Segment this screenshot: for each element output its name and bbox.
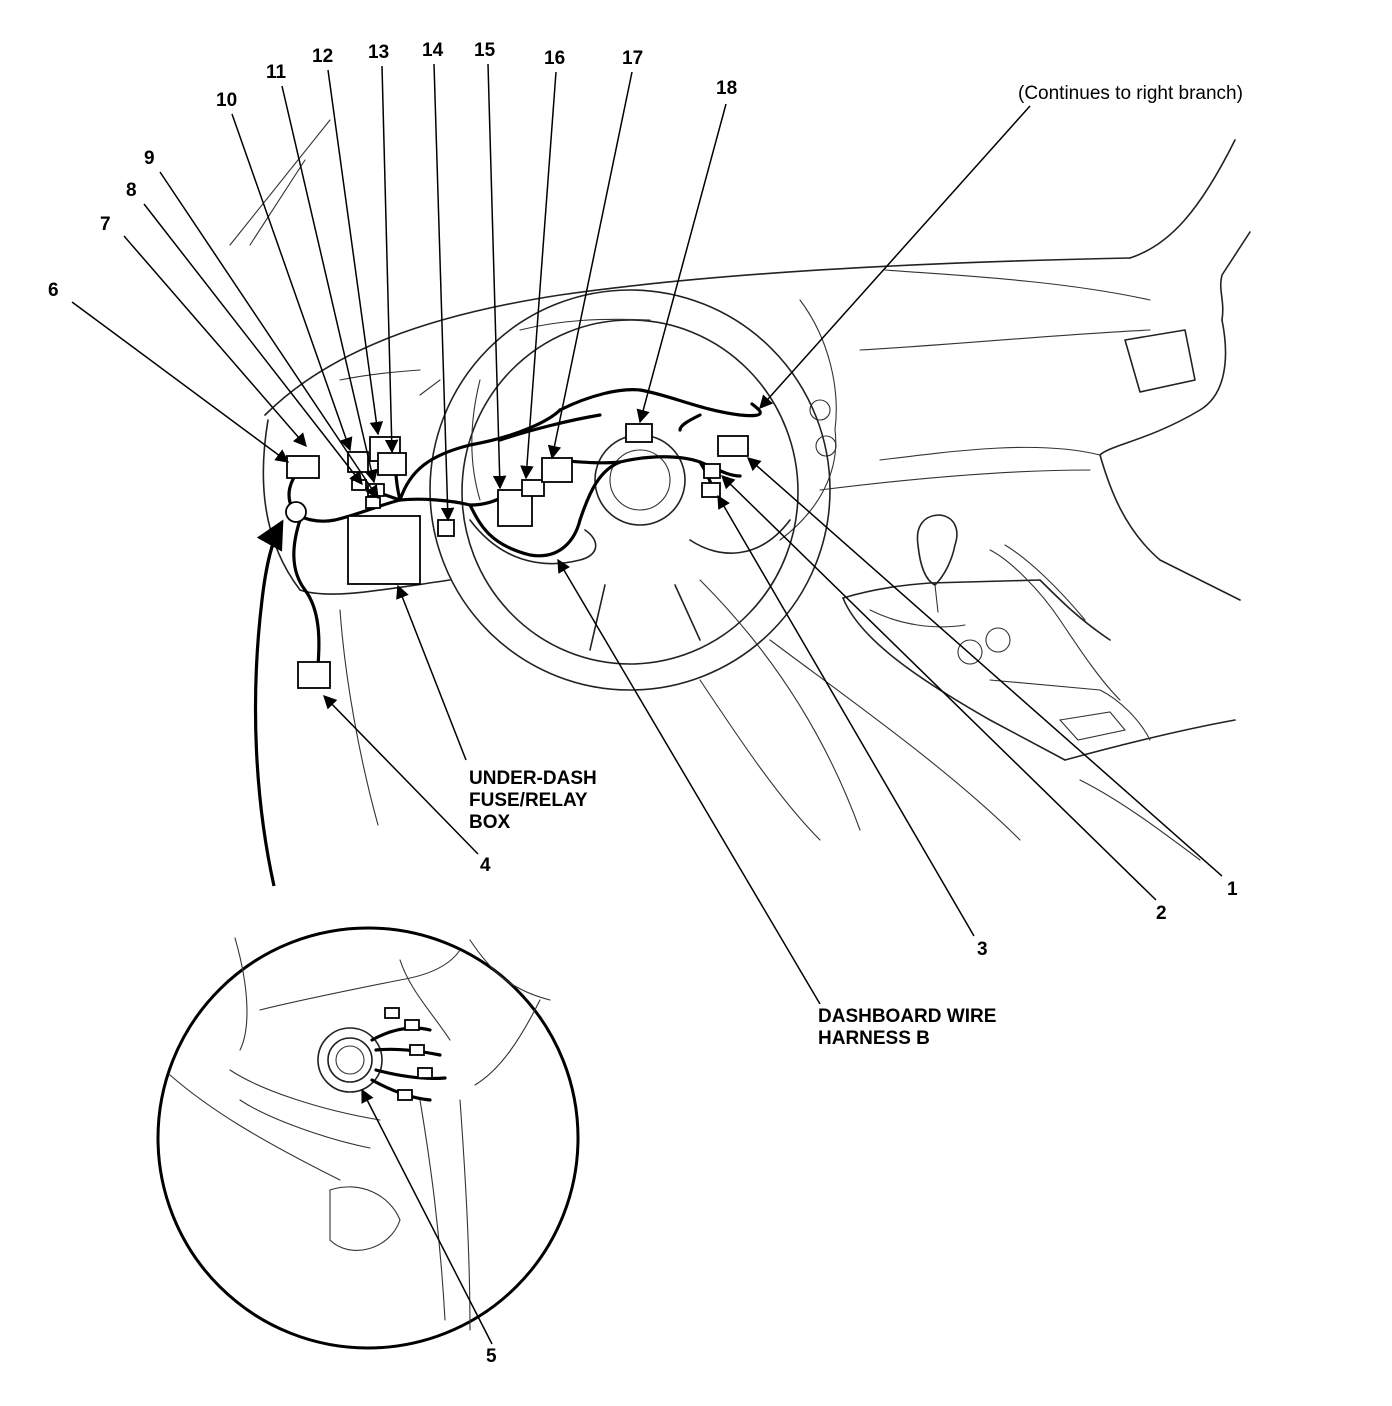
- label-3: 3: [977, 939, 988, 960]
- fuse-box-label-line1: UNDER-DASH: [469, 768, 597, 789]
- grommet-5: [285, 501, 307, 523]
- connector-16: [541, 457, 573, 483]
- fuse-box-label-line3: BOX: [469, 812, 511, 833]
- connector-15: [521, 479, 545, 497]
- label-9: 9: [144, 148, 155, 169]
- continues-note: (Continues to right branch): [1018, 83, 1243, 104]
- connector-4: [297, 661, 331, 689]
- label-11: 11: [266, 62, 287, 83]
- label-5: 5: [486, 1346, 497, 1367]
- label-14: 14: [422, 40, 444, 61]
- label-6: 6: [48, 280, 59, 301]
- connector-2: [701, 482, 721, 498]
- connector-13: [437, 519, 455, 537]
- center-console: [842, 514, 1236, 861]
- dashboard-outline: [229, 119, 1251, 841]
- connector-17: [625, 423, 653, 443]
- label-7: 7: [100, 214, 111, 235]
- number-labels: 1 2 3 4 5 6 7 8 9 10 11 12 13 14 15 16 1…: [48, 40, 1238, 1367]
- fuse-box-label-line2: FUSE/RELAY: [469, 790, 588, 811]
- label-4: 4: [480, 855, 491, 876]
- label-16: 16: [544, 48, 565, 69]
- connector-7: [351, 479, 367, 491]
- harness-label-line2: HARNESS B: [818, 1028, 930, 1049]
- leader-lines: [71, 63, 1223, 1345]
- detail-inset: [156, 926, 580, 1350]
- fuse-relay-box: [347, 515, 421, 585]
- callout-labels: (Continues to right branch) UNDER-DASH F…: [469, 83, 1243, 1049]
- connector-12: [377, 452, 407, 476]
- label-17: 17: [622, 48, 643, 69]
- label-1: 1: [1227, 879, 1238, 900]
- label-18: 18: [716, 78, 737, 99]
- harness-label-line1: DASHBOARD WIRE: [818, 1006, 996, 1027]
- connector-6: [286, 455, 320, 479]
- label-13: 13: [368, 42, 389, 63]
- label-12: 12: [312, 46, 333, 67]
- steering-wheel: [429, 289, 831, 691]
- label-15: 15: [474, 40, 496, 61]
- label-2: 2: [1156, 903, 1167, 924]
- label-10: 10: [216, 90, 237, 111]
- connector-8: [365, 496, 381, 509]
- label-8: 8: [126, 180, 137, 201]
- connector-1: [703, 463, 721, 479]
- connector-18: [717, 435, 749, 457]
